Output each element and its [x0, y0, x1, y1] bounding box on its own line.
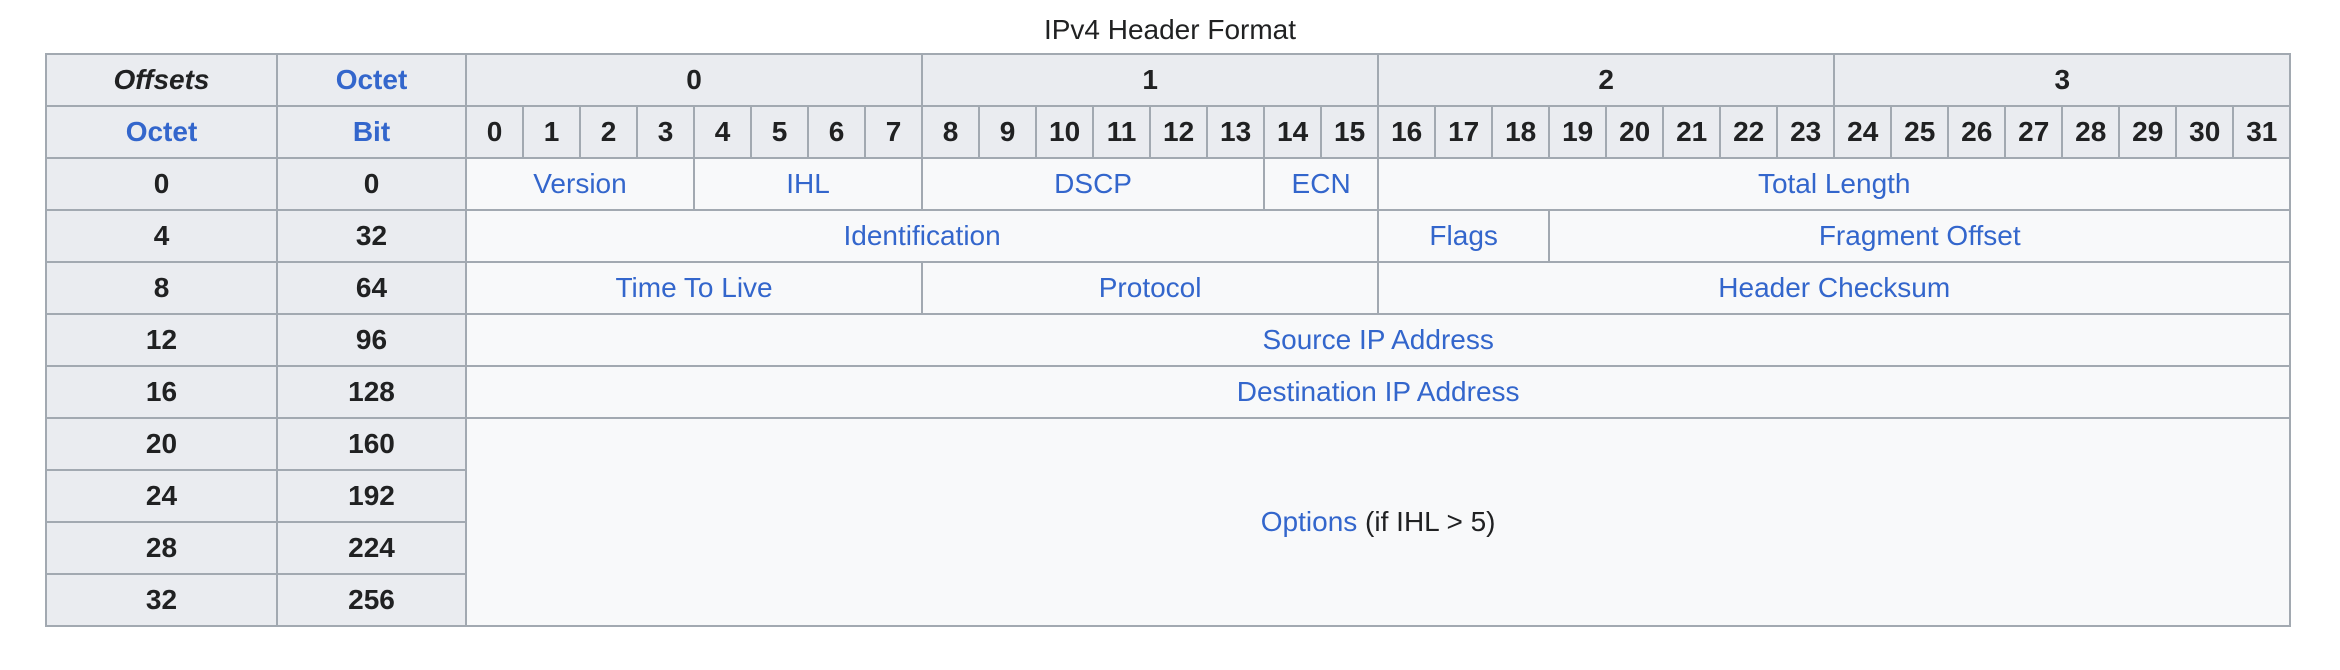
bit-header-cell: 24: [1833, 105, 1893, 159]
row-octet-offset: 0: [45, 157, 278, 211]
table-row: 0 0 Version IHL DSCP ECN Total Length: [45, 157, 2292, 211]
ttl-field[interactable]: Time To Live: [464, 261, 924, 315]
bit-header-cell: 19: [1548, 105, 1608, 159]
identification-field[interactable]: Identification: [464, 209, 1380, 263]
bit-header-cell: 10: [1035, 105, 1095, 159]
row-octet-offset: 8: [45, 261, 278, 315]
total-length-field[interactable]: Total Length: [1377, 157, 2292, 211]
bit-header-cell: 15: [1320, 105, 1380, 159]
row-bit-offset: 128: [276, 365, 467, 419]
row-octet-offset: 20: [45, 417, 278, 471]
row-octet-offset: 12: [45, 313, 278, 367]
bit-header-cell: 22: [1719, 105, 1779, 159]
table-row: 16 128 Destination IP Address: [45, 365, 2292, 419]
bit-header-cell: 0: [465, 105, 524, 159]
octet-3-header: 3: [1833, 53, 2292, 107]
bit-header-row: Octet Bit 0 1 2 3 4 5 6 7 8 9 10 11 12 1…: [45, 105, 2292, 159]
table-row: 32 256: [45, 573, 2290, 627]
bit-header-cell: 28: [2061, 105, 2121, 159]
header-checksum-field[interactable]: Header Checksum: [1377, 261, 2292, 315]
options-link[interactable]: Options: [1260, 506, 1358, 537]
bit-header-cell: 26: [1947, 105, 2007, 159]
bit-header-cell: 6: [807, 105, 866, 159]
table-row: 24 192: [45, 469, 2290, 523]
bit-header-cell: 30: [2175, 105, 2235, 159]
bit-header-cell: 13: [1206, 105, 1266, 159]
bit-header-cell: 23: [1776, 105, 1836, 159]
row-bit-offset: 256: [276, 573, 467, 627]
row-bit-offset: 32: [276, 209, 467, 263]
ecn-field[interactable]: ECN: [1263, 157, 1380, 211]
bit-header-cell: 9: [978, 105, 1038, 159]
bit-header-cell: 7: [863, 105, 924, 159]
octet-1-header: 1: [921, 53, 1380, 107]
bit-header-cell: 29: [2118, 105, 2178, 159]
ipv4-header-table: Offsets Octet 0 1 2 3 Octet Bit 0 1 2 3 …: [45, 53, 2292, 627]
bit-header-cell: 5: [750, 105, 809, 159]
row-octet-offset: 32: [45, 573, 278, 627]
row-bit-offset: 224: [276, 521, 467, 575]
octet-header-row: Offsets Octet 0 1 2 3: [45, 53, 2292, 107]
row-bit-offset: 96: [276, 313, 467, 367]
bit-header-cell: 17: [1434, 105, 1494, 159]
ihl-field[interactable]: IHL: [692, 157, 924, 211]
bit-header-cell: 1: [522, 105, 581, 159]
source-ip-field[interactable]: Source IP Address: [464, 313, 2292, 367]
offsets-header: Offsets: [45, 53, 278, 107]
bit-link-header[interactable]: Bit: [276, 105, 467, 159]
fragment-offset-field[interactable]: Fragment Offset: [1548, 209, 2292, 263]
bit-header-cell: 3: [636, 105, 695, 159]
bit-header-cell: 25: [1890, 105, 1950, 159]
row-octet-offset: 28: [45, 521, 278, 575]
version-field[interactable]: Version: [465, 157, 695, 211]
bit-header-cell: 11: [1092, 105, 1152, 159]
row-bit-offset: 160: [276, 417, 467, 471]
options-note: (if IHL > 5): [1357, 506, 1496, 537]
bit-header-cell: 16: [1377, 105, 1437, 159]
bit-header-cell: 21: [1662, 105, 1722, 159]
table-row: 4 32 Identification Flags Fragment Offse…: [45, 209, 2292, 263]
octet-2-header: 2: [1377, 53, 1836, 107]
table-row: 28 224: [45, 521, 2290, 575]
bit-header-cell: 2: [579, 105, 638, 159]
bit-header-cell: 8: [921, 105, 981, 159]
octet-0-header: 0: [464, 53, 924, 107]
octet-row-link-header[interactable]: Octet: [45, 105, 278, 159]
options-field: Options (if IHL > 5): [464, 417, 2292, 627]
row-octet-offset: 4: [45, 209, 278, 263]
octet-link-header[interactable]: Octet: [276, 53, 467, 107]
bit-header-cell: 14: [1263, 105, 1323, 159]
bit-header-cell: 20: [1605, 105, 1665, 159]
protocol-field[interactable]: Protocol: [921, 261, 1380, 315]
table-caption: IPv4 Header Format: [1043, 14, 1297, 45]
bit-header-cell: 31: [2232, 105, 2292, 159]
table-row: 8 64 Time To Live Protocol Header Checks…: [45, 261, 2292, 315]
bit-header-cell: 18: [1491, 105, 1551, 159]
row-octet-offset: 16: [45, 365, 278, 419]
bit-header-cell: 4: [693, 105, 752, 159]
flags-field[interactable]: Flags: [1377, 209, 1551, 263]
row-bit-offset: 192: [276, 469, 467, 523]
table-row: 12 96 Source IP Address: [45, 313, 2292, 367]
bit-header-cell: 12: [1149, 105, 1209, 159]
row-bit-offset: 0: [276, 157, 467, 211]
table-row: 20 160 Options (if IHL > 5): [45, 417, 2292, 627]
destination-ip-field[interactable]: Destination IP Address: [464, 365, 2292, 419]
dscp-field[interactable]: DSCP: [921, 157, 1266, 211]
row-bit-offset: 64: [276, 261, 467, 315]
bit-header-cell: 27: [2004, 105, 2064, 159]
row-octet-offset: 24: [45, 469, 278, 523]
